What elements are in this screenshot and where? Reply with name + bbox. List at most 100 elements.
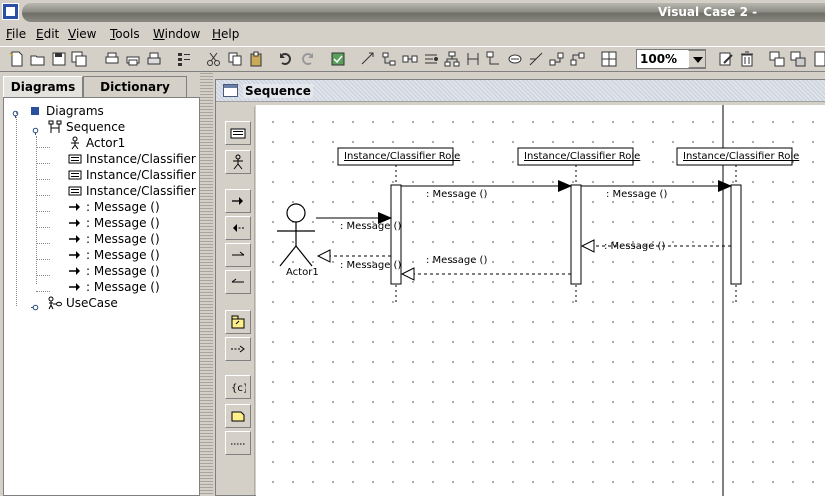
activation-bar-2[interactable]	[570, 184, 582, 285]
message-arrow-2[interactable]	[401, 180, 572, 192]
paste-icon[interactable]	[248, 51, 264, 67]
print-preview-icon[interactable]	[104, 51, 120, 67]
palette-anchor-button[interactable]	[225, 431, 251, 455]
usecase-icon	[48, 296, 62, 310]
palette-flat-message-button[interactable]	[225, 270, 251, 294]
tree-expander-diagrams[interactable]	[11, 107, 20, 118]
grid-icon[interactable]	[601, 51, 617, 67]
tree-item-message[interactable]: : Message ()	[68, 279, 198, 295]
diagram-tool-6-icon[interactable]	[465, 51, 481, 67]
tree-line	[36, 291, 50, 292]
message-arrow-1[interactable]	[316, 212, 392, 224]
menu-view[interactable]: View	[68, 27, 97, 41]
diagram-tool-7-icon[interactable]	[486, 51, 502, 67]
role-box-3[interactable]	[676, 147, 793, 166]
message-label-1: : Message ()	[340, 221, 402, 232]
window-title: Visual Case 2 -	[658, 5, 758, 19]
diagram-tool-11-icon[interactable]	[570, 51, 586, 67]
tree-item-classifier-role[interactable]: Instance/Classifier Role	[68, 167, 198, 183]
diagram-tool-1-icon[interactable]	[360, 51, 376, 67]
diagram-canvas[interactable]: Instance/Classifier Role Instance/Classi…	[256, 105, 825, 496]
diagram-tool-4-icon[interactable]	[423, 51, 439, 67]
palette-async-message-button[interactable]	[225, 243, 251, 267]
zoom-dropdown-button[interactable]	[688, 50, 706, 68]
palette-constraint-button[interactable]: {c}	[225, 375, 251, 399]
menu-edit[interactable]: Edit	[36, 27, 60, 41]
menu-file[interactable]: File	[6, 27, 27, 41]
tree-item-classifier-role[interactable]: Instance/Classifier Role	[68, 151, 198, 167]
diagram-tool-2-icon[interactable]	[381, 51, 397, 67]
diagram-tool-9-icon[interactable]	[528, 51, 544, 67]
classifier-icon	[68, 152, 82, 166]
message-arrow-6[interactable]	[316, 249, 391, 263]
tree-item-usecase[interactable]: UseCase	[48, 295, 198, 311]
print-setup-icon[interactable]	[125, 51, 141, 67]
open-icon[interactable]	[30, 51, 46, 67]
message-label-6: : Message ()	[340, 260, 402, 271]
overflow-icon[interactable]	[814, 51, 825, 67]
tree-line	[36, 179, 50, 180]
diagram-tool-10-icon[interactable]	[549, 51, 565, 67]
app-icon[interactable]	[2, 3, 19, 20]
tree-line	[36, 195, 50, 196]
diagram-tool-5-icon[interactable]	[444, 51, 460, 67]
palette-sync-message-button[interactable]	[225, 189, 251, 213]
palette-classifier-role-button[interactable]	[225, 121, 251, 145]
palette-package-button[interactable]	[225, 310, 251, 334]
menu-tools[interactable]: Tools	[110, 27, 140, 41]
save-icon[interactable]	[51, 51, 67, 67]
activation-bar-1[interactable]	[390, 184, 402, 285]
activation-bar-3[interactable]	[730, 184, 742, 285]
menu-window[interactable]: Window	[153, 27, 201, 41]
tree-line	[16, 112, 17, 306]
new-icon[interactable]	[9, 51, 25, 67]
tree-line	[36, 136, 37, 284]
properties-icon[interactable]	[176, 51, 192, 67]
tab-diagrams[interactable]: Diagrams	[3, 76, 83, 97]
tree-item-sequence[interactable]: Sequence	[48, 119, 198, 135]
undo-icon[interactable]	[278, 51, 294, 67]
tree-item-message[interactable]: : Message ()	[68, 231, 198, 247]
sequence-diagram	[277, 105, 793, 496]
palette-return-message-button[interactable]	[225, 216, 251, 240]
tree-item-diagrams[interactable]: Diagrams	[28, 103, 198, 119]
sequence-diagram-window: Sequence {c}	[215, 79, 825, 496]
menu-help[interactable]: Help	[212, 27, 240, 41]
tab-dictionary[interactable]: Dictionary	[83, 76, 187, 97]
tree-item-message[interactable]: : Message ()	[68, 199, 198, 215]
palette-dependency-button[interactable]	[225, 337, 251, 361]
message-icon	[68, 248, 82, 262]
check-icon[interactable]	[330, 51, 346, 67]
palette-actor-button[interactable]	[225, 150, 251, 174]
message-icon	[68, 232, 82, 246]
tree-item-classifier-role[interactable]: Instance/Classifier Role	[68, 183, 198, 199]
cut-icon[interactable]	[206, 51, 222, 67]
message-arrow-4[interactable]	[580, 239, 731, 253]
save-all-icon[interactable]	[71, 51, 87, 67]
actor-figure[interactable]	[277, 203, 315, 267]
delete-icon[interactable]	[739, 51, 755, 67]
palette-note-button[interactable]	[225, 404, 251, 428]
copy-icon[interactable]	[227, 51, 243, 67]
diagram-tool-3-icon[interactable]	[402, 51, 418, 67]
zoom-select[interactable]: 100%	[636, 49, 706, 69]
message-label-2: : Message ()	[426, 189, 488, 200]
tree-expander-usecase[interactable]	[31, 301, 40, 311]
edit-note-icon[interactable]	[718, 51, 734, 67]
svg-text:{c}: {c}	[231, 383, 246, 394]
tile-icon[interactable]	[790, 51, 806, 67]
redo-icon[interactable]	[299, 51, 315, 67]
panel-splitter[interactable]	[200, 72, 213, 496]
message-arrow-5[interactable]	[400, 267, 571, 281]
message-arrow-3[interactable]	[581, 180, 732, 192]
tree-expander-sequence[interactable]	[31, 124, 40, 135]
tree-item-message[interactable]: : Message ()	[68, 247, 198, 263]
diagram-title-bar[interactable]: Sequence	[216, 80, 825, 102]
tree-item-actor[interactable]: Actor1	[68, 135, 198, 151]
tree-item-message[interactable]: : Message ()	[68, 263, 198, 279]
tree-item-message[interactable]: : Message ()	[68, 215, 198, 231]
cascade-icon[interactable]	[769, 51, 785, 67]
classifier-icon	[68, 168, 82, 182]
diagram-tool-8-icon[interactable]	[507, 51, 523, 67]
print-icon[interactable]	[146, 51, 162, 67]
